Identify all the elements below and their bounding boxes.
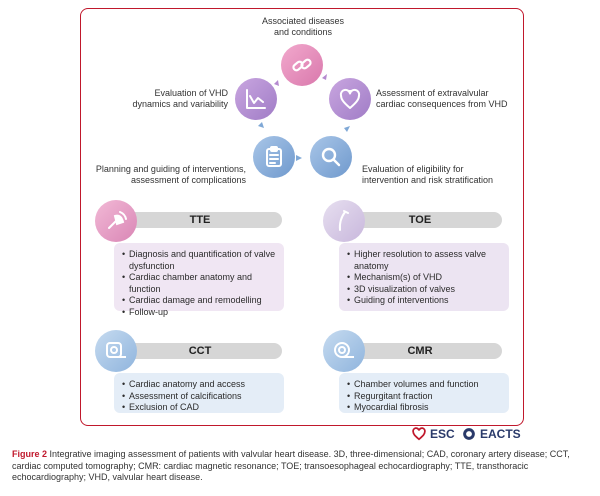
associated-diseases-circle	[281, 44, 323, 86]
cct-item: Assessment of calcifications	[122, 391, 276, 403]
cmr-list: Chamber volumes and function Regurgitant…	[347, 379, 501, 414]
cmr-box: Chamber volumes and function Regurgitant…	[339, 373, 509, 413]
arrow-top-left	[274, 80, 279, 86]
arrow-top-right	[322, 74, 327, 80]
tte-item: Cardiac damage and remodelling	[122, 295, 276, 307]
tte-box: Diagnosis and quantification of valve dy…	[114, 243, 284, 318]
eacts-logo: EACTS	[462, 427, 521, 441]
cmr-item: Chamber volumes and function	[347, 379, 501, 391]
cct-box: Cardiac anatomy and access Assessment of…	[114, 373, 284, 413]
cmr-icon-circle	[323, 330, 365, 372]
esc-heart-icon	[412, 427, 426, 441]
cct-item: Cardiac anatomy and access	[122, 379, 276, 391]
extravalvular-circle	[329, 78, 371, 120]
ultrasound-probe-icon	[108, 211, 127, 229]
heart-icon	[339, 88, 361, 109]
caption-text: Integrative imaging assessment of patien…	[12, 449, 570, 482]
toe-icon-circle	[323, 200, 365, 242]
arrow-bottom	[296, 155, 302, 161]
cmr-item: Regurgitant fraction	[347, 391, 501, 403]
esc-logo-text: ESC	[430, 427, 455, 441]
planning-circle	[253, 136, 295, 178]
arrow-left	[258, 122, 264, 128]
vhd-dynamics-circle	[235, 78, 277, 120]
label-eligibility: Evaluation of eligibility for interventi…	[362, 164, 494, 185]
toe-probe-icon	[338, 210, 349, 231]
trend-chart-icon	[246, 89, 266, 109]
eligibility-circle	[310, 136, 352, 178]
label-associated-diseases: Associated diseases and conditions	[261, 16, 345, 37]
tte-list: Diagnosis and quantification of valve dy…	[122, 249, 276, 318]
cmr-header: CMR	[338, 343, 502, 359]
tte-item: Follow-up	[122, 307, 276, 319]
figure-caption: Figure 2 Integrative imaging assessment …	[12, 449, 592, 484]
toe-item: Mechanism(s) of VHD	[347, 272, 501, 284]
ct-scanner-icon	[106, 342, 126, 358]
cycle-arrows	[258, 74, 350, 161]
label-planning: Planning and guiding of interventions, a…	[95, 164, 246, 185]
mri-scanner-icon	[334, 342, 354, 358]
tte-item: Cardiac chamber anatomy and function	[122, 272, 276, 295]
clipboard-icon	[266, 146, 282, 167]
toe-item: 3D visualization of valves	[347, 284, 501, 296]
diagram-frame	[80, 8, 524, 426]
tte-icon-circle	[95, 200, 137, 242]
cct-header: CCT	[118, 343, 282, 359]
chain-link-icon	[292, 58, 312, 72]
label-vhd-dynamics: Evaluation of VHD dynamics and variabili…	[132, 88, 228, 109]
eacts-emblem-icon	[463, 428, 475, 440]
eacts-logo-text: EACTS	[480, 427, 521, 441]
arrow-right	[344, 126, 350, 132]
toe-item: Higher resolution to assess valve anatom…	[347, 249, 501, 272]
tte-header: TTE	[118, 212, 282, 228]
toe-list: Higher resolution to assess valve anatom…	[347, 249, 501, 307]
toe-item: Guiding of interventions	[347, 295, 501, 307]
toe-header: TOE	[338, 212, 502, 228]
esc-logo: ESC	[412, 427, 455, 441]
cmr-item: Myocardial fibrosis	[347, 402, 501, 414]
tte-item: Diagnosis and quantification of valve dy…	[122, 249, 276, 272]
cct-item: Exclusion of CAD	[122, 402, 276, 414]
cct-icon-circle	[95, 330, 137, 372]
cct-list: Cardiac anatomy and access Assessment of…	[122, 379, 276, 414]
magnifier-icon	[321, 147, 341, 167]
figure-label: Figure 2	[12, 449, 48, 459]
label-extravalvular: Assessment of extravalvular cardiac cons…	[376, 88, 508, 109]
toe-box: Higher resolution to assess valve anatom…	[339, 243, 509, 311]
